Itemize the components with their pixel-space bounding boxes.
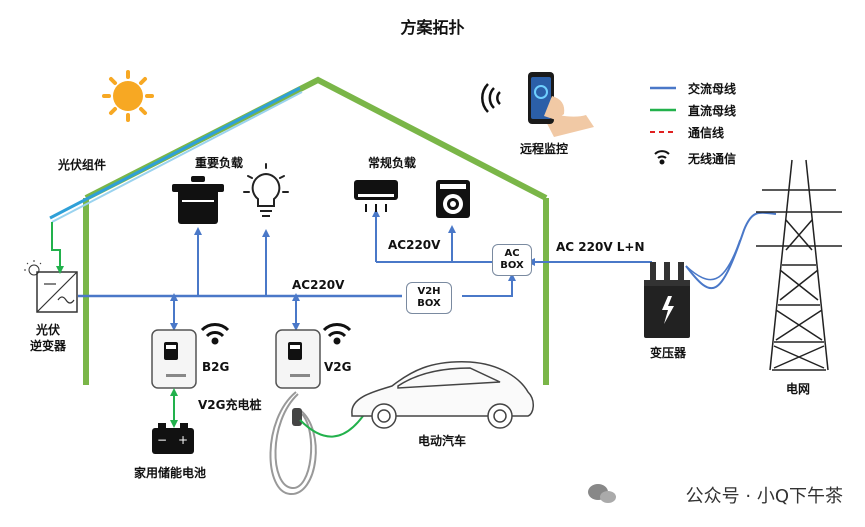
phone-remote-monitor-icon: [528, 72, 594, 137]
home-battery-icon: − +: [152, 423, 194, 454]
b2g-label: B2G: [202, 360, 230, 374]
normal-load-label: 常规负载: [368, 156, 417, 170]
v2g-charger-label: V2G充电桩: [198, 398, 262, 412]
cooking-pot-icon: [172, 176, 224, 224]
v2h-box: V2H BOX: [406, 282, 452, 314]
legend-wireless: 无线通信: [648, 149, 736, 167]
v2g-label: V2G: [324, 360, 352, 374]
svg-text:+: +: [178, 433, 188, 447]
legend-comm-label: 通信线: [688, 125, 725, 140]
charging-cable-icon: [269, 391, 317, 496]
wechat-logo-icon: [588, 484, 616, 503]
charging-plug-icon: [292, 408, 302, 426]
watermark: 公众号 · 小Q下午茶: [686, 482, 843, 508]
grid-label: 电网: [786, 382, 811, 396]
wireless-signal-icon: [481, 83, 501, 113]
pv-inverter-label: 光伏 逆变器: [30, 323, 67, 353]
power-tower-icon: [756, 159, 842, 371]
legend-ac-label: 交流母线: [688, 81, 737, 96]
legend-dc-bus: 直流母线: [648, 101, 736, 119]
ac-box: AC BOX: [492, 244, 532, 276]
grid-input-label: AC 220V L+N: [556, 240, 645, 254]
legend-wireless-label: 无线通信: [688, 151, 737, 166]
transformer-label: 变压器: [650, 346, 687, 360]
v2g-charger-icon: [275, 329, 321, 389]
ac220v-top-label: AC220V: [388, 238, 441, 252]
legend-comm-line: 通信线: [648, 123, 724, 141]
svg-text:−: −: [157, 433, 167, 447]
home-battery-label: 家用储能电池: [134, 466, 207, 480]
remote-monitor-label: 远程监控: [520, 142, 569, 156]
b2g-charger-icon: [151, 329, 197, 389]
sun-icon: [102, 70, 154, 122]
legend-wireless-icon: [654, 150, 670, 165]
air-conditioner-icon: [354, 180, 398, 212]
light-bulb-icon: [243, 163, 289, 217]
important-load-label: 重要负载: [195, 156, 244, 170]
electric-car-label: 电动汽车: [418, 434, 467, 448]
washing-machine-icon: [436, 180, 470, 218]
v2g-wireless-icon: [322, 323, 352, 345]
ac220v-main-label: AC220V: [292, 278, 345, 292]
solar-panel-icon: [49, 86, 303, 223]
electric-car-icon: [351, 361, 534, 429]
legend-dc-label: 直流母线: [688, 103, 737, 118]
transformer-icon: [644, 262, 690, 338]
b2g-wireless-icon: [200, 323, 230, 345]
diagram-title: 方案拓扑: [400, 18, 465, 37]
legend-ac-bus: 交流母线: [648, 79, 736, 97]
watermark-text: 公众号 · 小Q下午茶: [685, 486, 843, 507]
inverter-icon: [24, 260, 78, 313]
pv-module-label: 光伏组件: [58, 158, 107, 172]
